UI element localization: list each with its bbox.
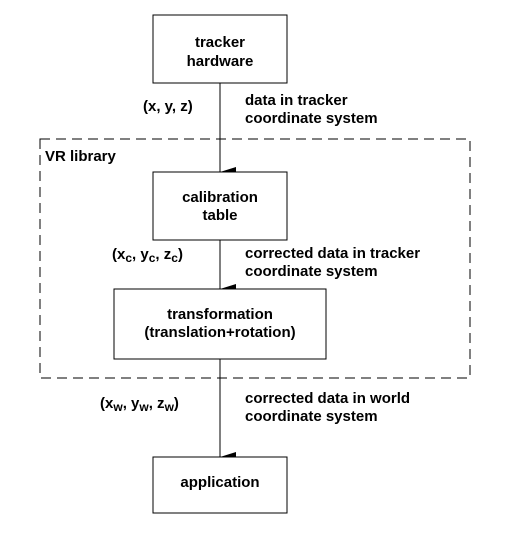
coords-corrected-tracker: (xc, yc, zc) [112,246,183,265]
transformation-box: transformation (translation+rotation) [113,288,327,360]
coords-world: (xw, yw, zw) [100,395,179,414]
edge3-desc-line2: coordinate system [245,408,378,425]
application-box: application [152,456,288,514]
calibration-table-label-line1: calibration [182,189,258,206]
application-label: application [180,474,259,491]
edge2-desc-line2: coordinate system [245,263,378,280]
transformation-label-line2: (translation+rotation) [144,324,295,341]
edge1-desc-line2: coordinate system [245,110,378,127]
vr-library-label: VR library [45,148,117,165]
tracker-hardware-label-line1: tracker [195,34,245,51]
calibration-table-box: calibration table [152,171,288,241]
edge3-desc-line1: corrected data in world [245,390,410,407]
coords-xyz: (x, y, z) [143,98,193,115]
transformation-label-line1: transformation [167,306,273,323]
calibration-table-label-line2: table [202,207,237,224]
tracker-hardware-label-line2: hardware [187,53,254,70]
tracker-hardware-box: tracker hardware [152,14,288,84]
edge2-desc-line1: corrected data in tracker [245,245,420,262]
edge1-desc-line1: data in tracker [245,92,348,109]
vr-library-region [39,138,471,379]
